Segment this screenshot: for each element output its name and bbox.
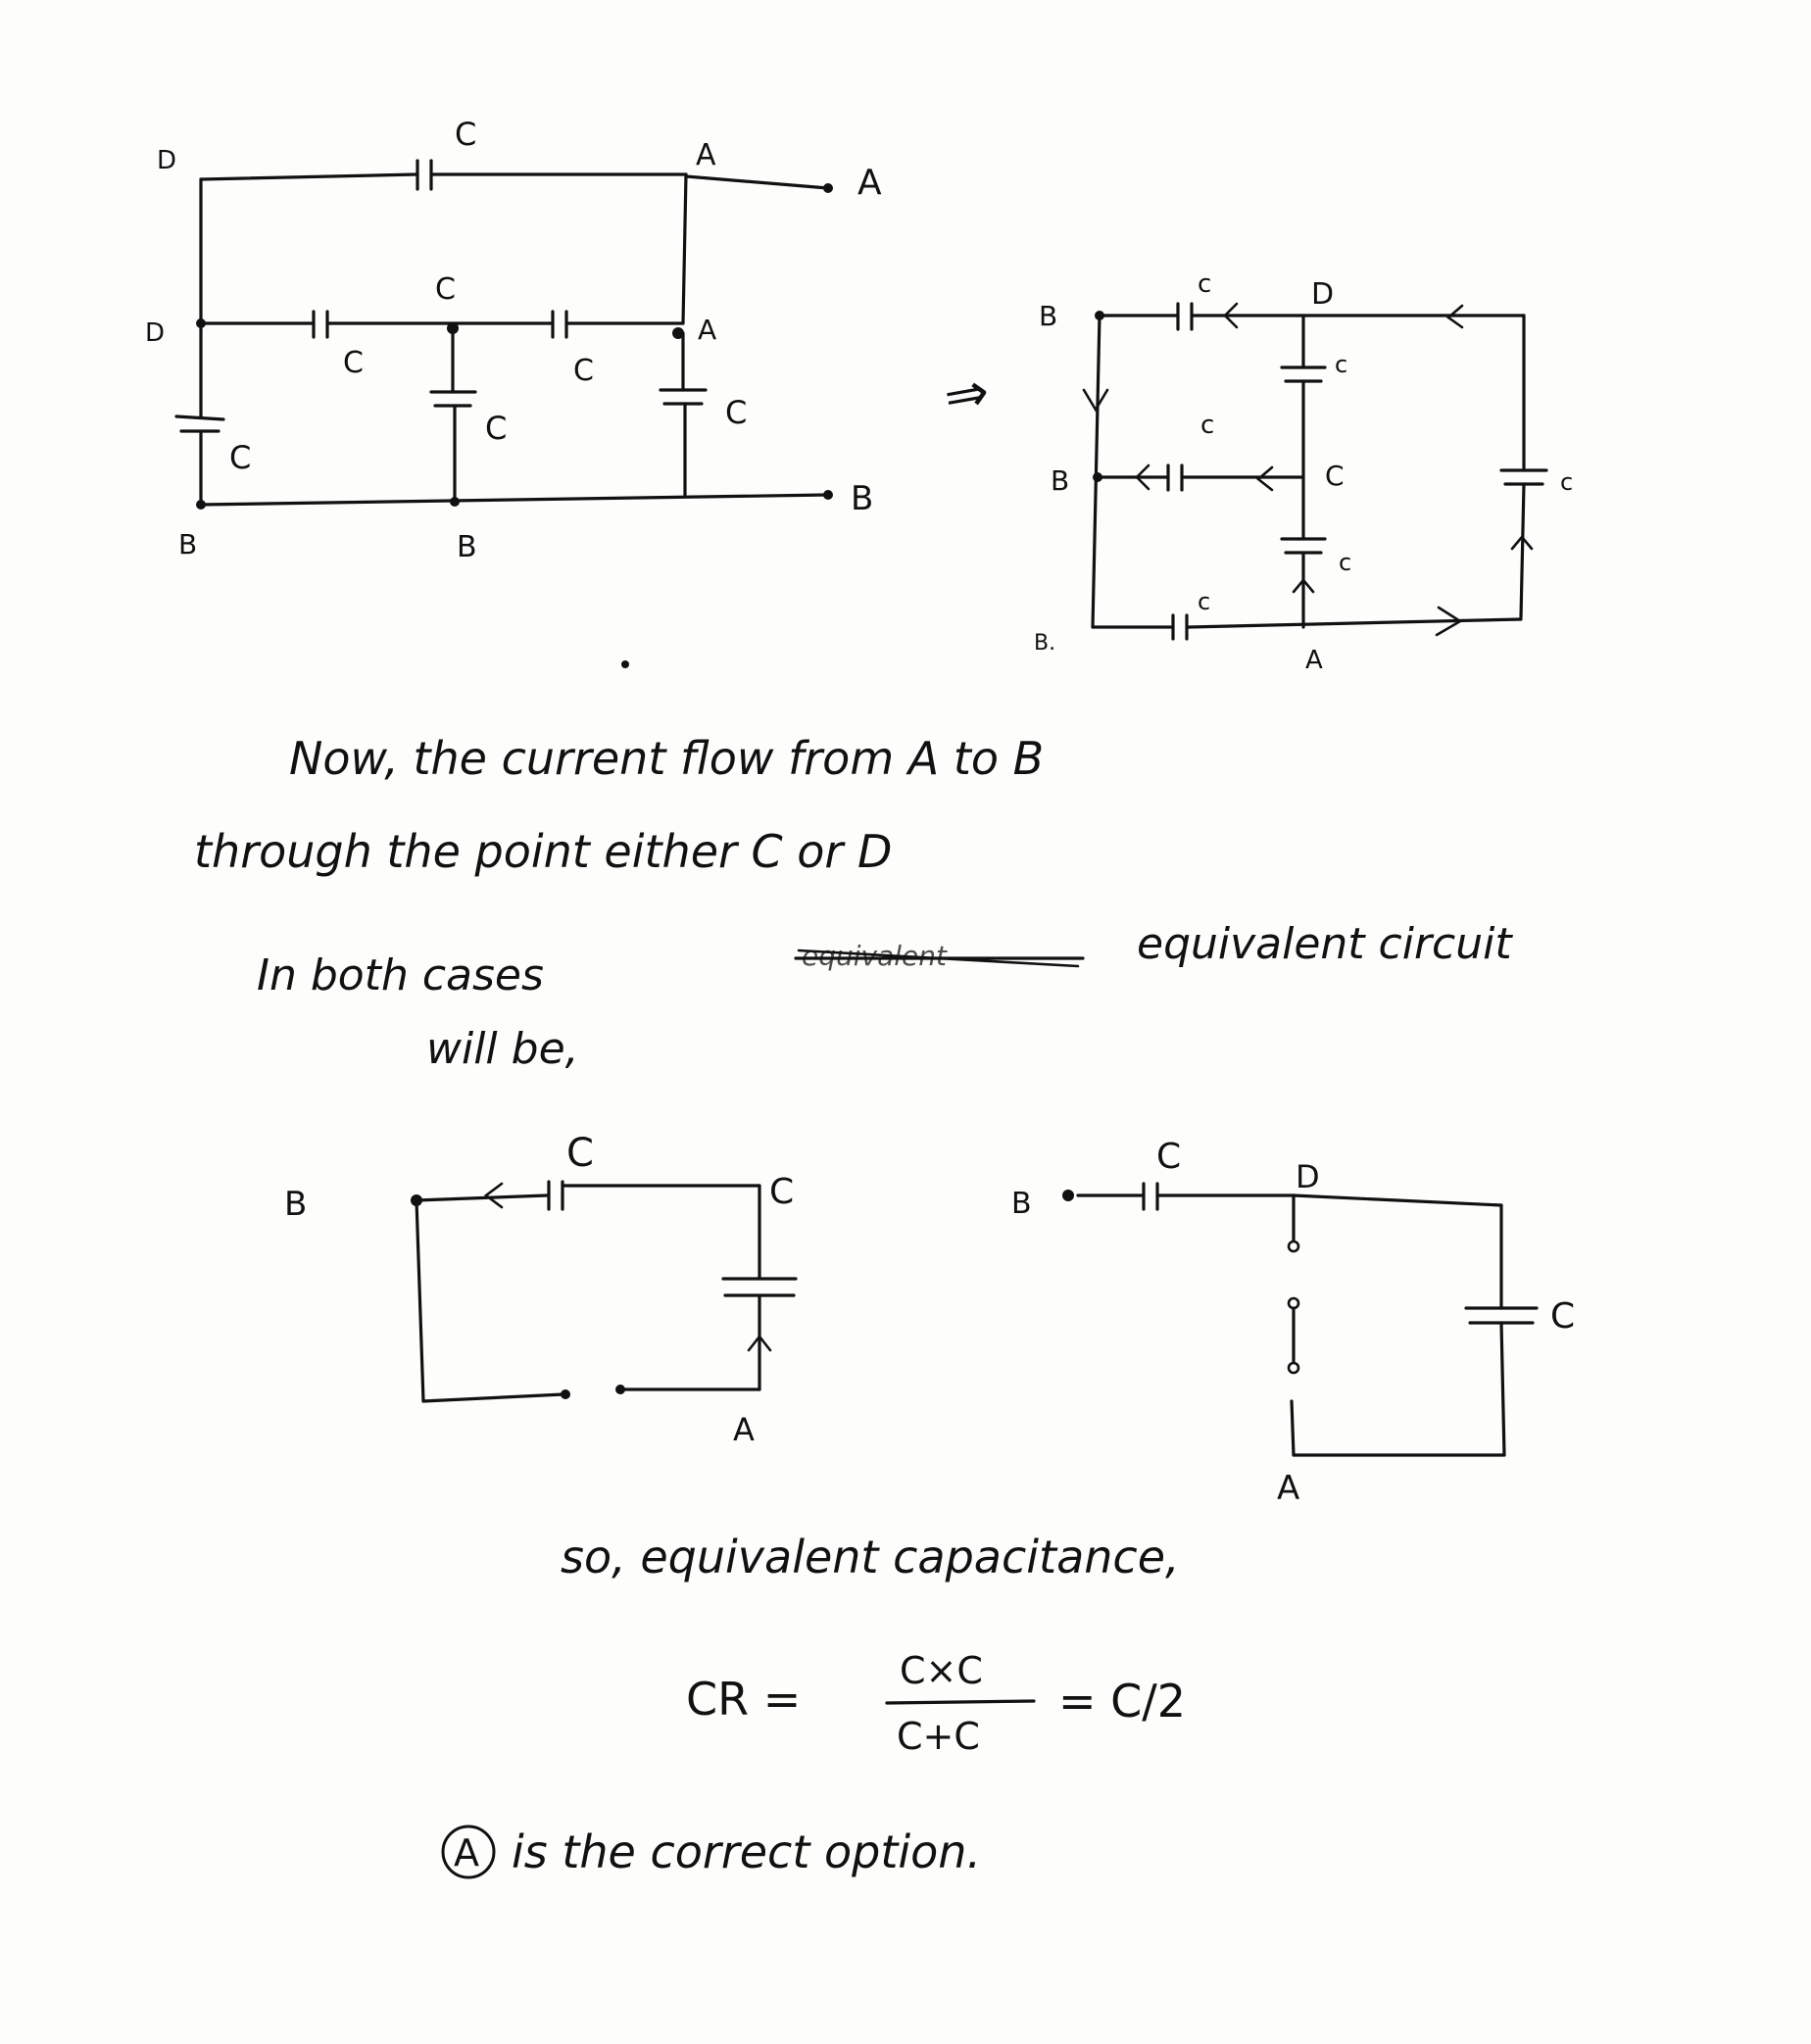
label-c-3: C [229, 439, 251, 476]
r-label-b-bottom: B. [1034, 631, 1055, 656]
label-c-top: C [455, 116, 476, 153]
answer-text: is the correct option. [512, 1825, 981, 1878]
eq2-label-c-right: C [1550, 1296, 1575, 1337]
answer-circled-letter: A [454, 1831, 479, 1874]
equivalent-circuit-right: B C D C A [1011, 1137, 1575, 1508]
text-line-3a: In both cases [257, 950, 544, 1000]
label-c-mid: C [435, 272, 456, 307]
r-label-c-node: C [1325, 460, 1345, 492]
answer: A is the correct option. [441, 1825, 981, 1879]
original-circuit: D C A A C D A C C C C C B B B [145, 116, 882, 564]
r-label-c-4: c [1198, 588, 1210, 615]
r-label-a-bottom: A [1305, 646, 1323, 675]
equivalent-circuit-left: B C C A [284, 1131, 798, 1448]
eq2-label-a: A [1277, 1469, 1299, 1508]
text-line-3b: equivalent circuit [1137, 919, 1513, 969]
r-label-b-top: B [1039, 300, 1057, 332]
redrawn-circuit: B c D c c B C c c c B. A [1034, 269, 1573, 675]
r-label-b-mid: B [1051, 464, 1069, 497]
r-label-d-top: D [1311, 277, 1334, 312]
eq1-label-a: A [733, 1411, 755, 1448]
label-b-right: B [851, 479, 873, 518]
label-c-2: C [573, 354, 594, 388]
label-a-right: A [857, 163, 882, 203]
r-label-c-1: c [1335, 351, 1347, 378]
r-label-c-3: c [1339, 549, 1351, 576]
label-c-5: C [725, 394, 747, 431]
label-c-4: C [485, 410, 507, 447]
text-line-1: Now, the current flow from A to B [289, 732, 1044, 785]
eq1-label-b: B [284, 1185, 307, 1224]
eq2-label-c-top: C [1156, 1137, 1181, 1177]
text-line-2: through the point either C or D [194, 825, 892, 878]
formula-rhs: = C/2 [1058, 1675, 1186, 1728]
eq2-label-b: B [1011, 1187, 1032, 1221]
r-label-c-2: c [1200, 411, 1214, 440]
eq1-label-c-right: C [769, 1172, 794, 1212]
formula: CR = C×C C+C = C/2 [686, 1649, 1186, 1758]
r-label-c-right: c [1560, 468, 1573, 496]
implies-arrow: ⇒ [939, 360, 994, 428]
capacitance-intro: so, equivalent capacitance, [561, 1531, 1180, 1583]
label-c-1: C [343, 346, 364, 380]
label-d-top: D [157, 146, 176, 175]
formula-denominator: C+C [897, 1715, 980, 1758]
label-a-top: A [696, 138, 716, 172]
struck-word: equivalent [794, 940, 1085, 972]
label-a-mid: A [698, 314, 716, 346]
formula-lhs: CR = [686, 1673, 801, 1726]
r-label-c-top: c [1198, 269, 1211, 299]
label-b-mid: B [457, 530, 477, 564]
formula-numerator: C×C [900, 1649, 983, 1692]
label-b-left: B [178, 528, 197, 560]
eq1-label-c-top: C [566, 1131, 594, 1176]
text-line-4: will be, [426, 1024, 579, 1074]
label-d-mid: D [145, 318, 165, 348]
eq2-label-d: D [1296, 1158, 1320, 1195]
